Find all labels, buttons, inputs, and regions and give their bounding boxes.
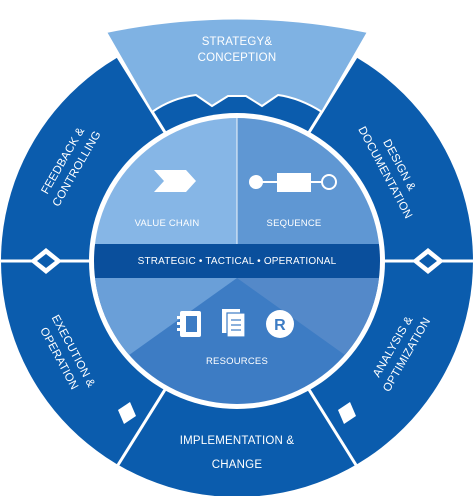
registered-mark: R [274,317,286,334]
resources-light-wedge-right [237,278,380,380]
value-chain-arrow-icon [154,170,196,192]
strategic-band [94,244,380,278]
value-chain-label: VALUE CHAIN [135,218,200,229]
resources-light-wedge [94,278,237,380]
implementation-label-line1: IMPLEMENTATION & [180,435,295,447]
documents-icon [222,309,246,338]
strategy-label[interactable]: STRATEGY& CONCEPTION [198,36,277,64]
resources-label: RESOURCES [206,356,268,367]
registered-icon: R [266,310,294,338]
ring-connector-fills [37,254,437,268]
strategy-label-line1: STRATEGY& [202,36,273,48]
strategy-label-line2: CONCEPTION [198,52,277,64]
strategy-segment[interactable] [104,17,370,114]
strategic-band-label: STRATEGIC • TACTICAL • OPERATIONAL [138,256,337,267]
sequence-flow-icon [249,173,337,192]
implementation-label[interactable]: IMPLEMENTATION & CHANGE [180,435,295,471]
notebook-icon [177,311,201,337]
implementation-label-line2: CHANGE [212,459,263,471]
sequence-label: SEQUENCE [267,218,322,229]
